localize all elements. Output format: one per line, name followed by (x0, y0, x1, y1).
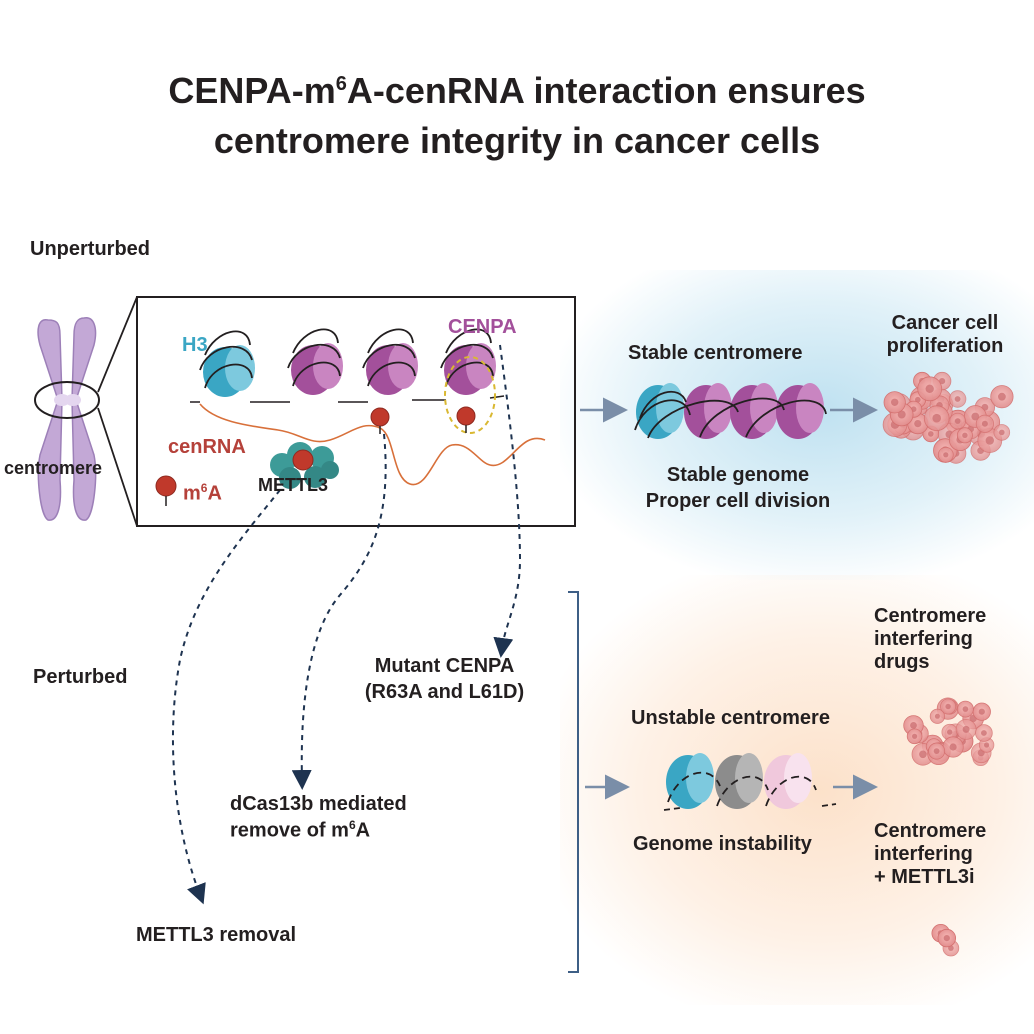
nucleosome-icon (362, 328, 418, 395)
mettl3-removal-label: METTL3 removal (136, 924, 297, 946)
nucleosome-icon (440, 328, 496, 395)
genome-instability-label: Genome instability (633, 833, 812, 855)
unstable-nucleosome-array (663, 753, 837, 811)
perturbation-bracket (568, 591, 579, 973)
mutant-cenpa-label: Mutant CENPA (R63A and L61D) (364, 655, 525, 703)
cancer-proliferation-label: Cancer cell proliferation (886, 312, 1004, 357)
dcas13b-label: dCas13b mediated remove of m6A (230, 793, 407, 842)
cenrna-strand (199, 403, 546, 486)
highlight-ring (444, 356, 496, 434)
centromere-drugs-label: Centromere interfering drugs (874, 605, 987, 673)
nucleosome-icon (199, 330, 255, 397)
title-line-1: CENPA-m6A-cenRNA interaction ensures (168, 70, 866, 111)
m6a-pin-icon (155, 475, 177, 506)
unperturbed-label: Unperturbed (30, 238, 150, 260)
mettl3-label: METTL3 (258, 475, 328, 495)
cenrna-label: cenRNA (168, 436, 246, 458)
unstable-centromere-title: Unstable centromere (631, 707, 830, 729)
stable-centromere-title: Stable centromere (628, 342, 803, 364)
m6a-pin-icon (370, 407, 390, 434)
cell-cluster-icon (882, 371, 1014, 464)
m6a-legend-label: m6A (183, 481, 222, 505)
cenpa-label: CENPA (448, 316, 517, 338)
centromere-label: centromere (4, 458, 103, 478)
zoom-inset-box (136, 296, 576, 527)
title-line-2: centromere integrity in cancer cells (213, 120, 821, 161)
cell-cluster-icon (931, 923, 960, 957)
stable-nucleosome-array (634, 383, 827, 439)
cell-cluster-icon (903, 697, 995, 766)
m6a-pin-icon (456, 406, 476, 433)
mettl3-enzyme-icon (270, 442, 339, 489)
chromosome-icon (34, 317, 100, 521)
stable-genome-caption: Stable genome Proper cell division (645, 464, 831, 512)
h3-label: H3 (182, 334, 208, 356)
perturbed-label: Perturbed (33, 666, 128, 688)
combo-treatment-label: Centromere interfering + METTL3i (874, 820, 987, 888)
nucleosome-icon (287, 328, 343, 395)
